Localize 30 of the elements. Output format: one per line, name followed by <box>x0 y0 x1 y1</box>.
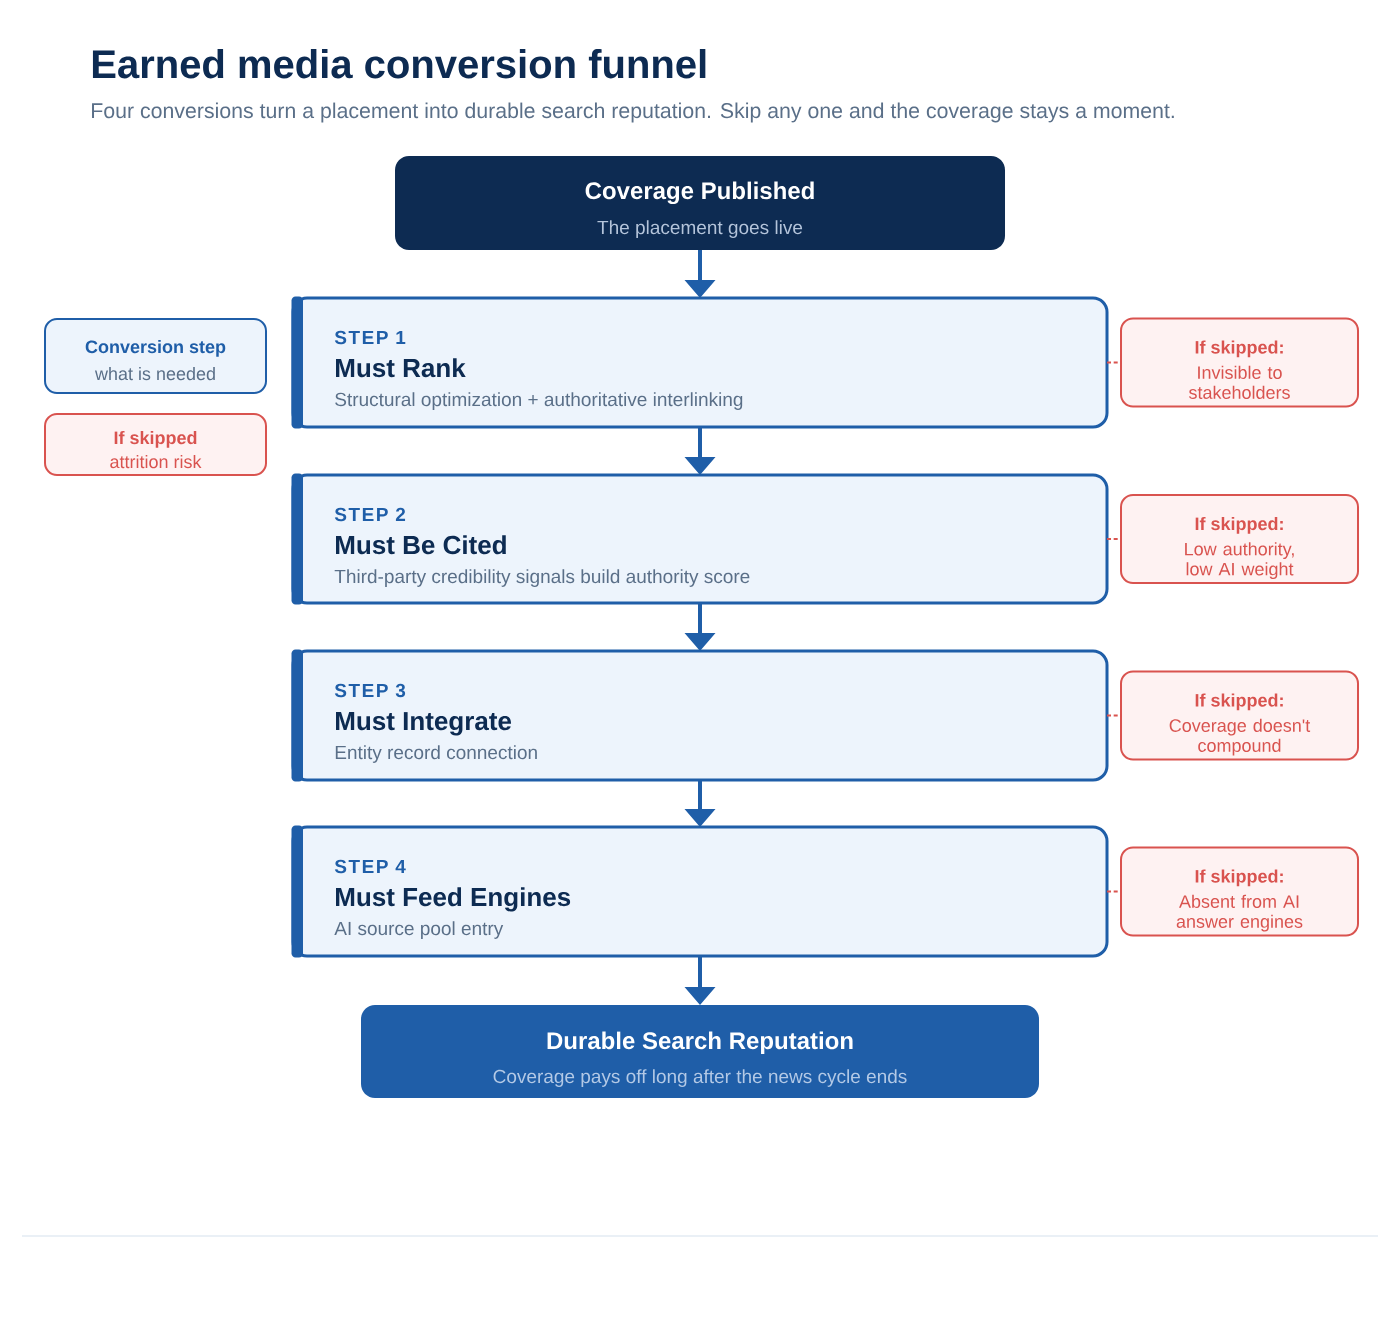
step-heading: Must Rank <box>336 358 466 378</box>
step-heading: Must Integrate <box>336 712 512 736</box>
legend-text: attrition risk <box>110 454 202 469</box>
subtitle: Four conversions turn a placement into durable search reputation. Skip any one and the coverage stays a moment. <box>92 102 1174 123</box>
warning-heading: If skipped: <box>1195 340 1283 358</box>
title: Earned media conversion funnel <box>92 49 706 79</box>
warning-text: Coverage doesn't compound <box>1169 718 1311 756</box>
step-label: STEP 1 <box>334 330 406 345</box>
warning-heading: If skipped: <box>1195 869 1283 887</box>
box-subtitle: Coverage pays off long after the news cycle ends <box>493 1069 907 1087</box>
box-heading: Coverage Published <box>585 181 814 205</box>
box-heading: Durable Search Reputation <box>547 1031 853 1054</box>
step-description: AI source pool entry <box>334 921 504 939</box>
warning-heading: If skipped: <box>1195 693 1283 711</box>
step-description: Third-party credibility signals build authority score <box>334 569 750 587</box>
step-description: Entity record connection <box>335 745 537 763</box>
warning-text: Low authority, low AI weight <box>1185 542 1294 579</box>
step-heading: Must Be Cited <box>336 535 506 555</box>
step-label: STEP 4 <box>334 859 406 874</box>
box-subtitle: The placement goes live <box>597 220 803 238</box>
step-label: STEP 2 <box>334 507 406 522</box>
step-heading: Must Feed Engines <box>336 887 571 912</box>
legend-text: what is needed <box>94 366 215 381</box>
step-label: STEP 3 <box>334 683 406 698</box>
warning-heading: If skipped: <box>1195 516 1283 534</box>
legend-heading: If skipped <box>114 430 197 448</box>
step-description: Structural optimization + authoritative interlinking <box>335 392 743 410</box>
legend-heading: Conversion step <box>85 339 226 357</box>
warning-text: Invisible to stakeholders <box>1189 365 1290 399</box>
warning-text: Absent from AI answer engines <box>1176 894 1303 932</box>
